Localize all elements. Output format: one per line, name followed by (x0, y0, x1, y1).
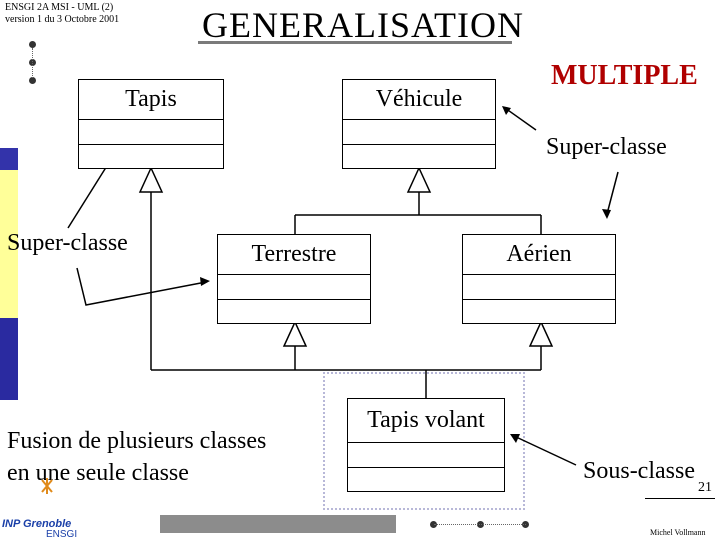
class-attributes (348, 443, 504, 468)
class-name: Aérien (463, 235, 615, 275)
inheritance-arrow-vehicule (406, 166, 432, 193)
bullet-dot (29, 41, 36, 48)
class-attributes (218, 275, 370, 300)
class-name: Tapis volant (348, 399, 504, 443)
bullet-dot (29, 77, 36, 84)
annotation-fusion-line1: Fusion de plusieurs classes (7, 428, 267, 454)
logo-mark-icon (41, 478, 53, 494)
logo-sub: ENSGI (46, 529, 78, 540)
class-name: Terrestre (218, 235, 370, 275)
logo-text: INP Grenoble (2, 518, 72, 530)
version-label: version 1 du 3 Octobre 2001 (5, 14, 120, 25)
class-name: Tapis (79, 80, 223, 120)
footer-connector (434, 524, 526, 526)
class-operations (79, 145, 223, 170)
footer-rule (645, 498, 715, 499)
pointer-superclasse-aerien (606, 171, 619, 215)
pointer-superclasse-terrestre (76, 267, 207, 306)
inheritance-arrow-aerien (528, 320, 554, 347)
title-frame: GENERALISATION (198, 4, 523, 45)
footer-dot (430, 521, 437, 528)
course-label: ENSGI 2A MSI - UML (2) (5, 2, 114, 13)
sidebar-blue-bottom (0, 318, 18, 400)
pointer-head (602, 209, 611, 219)
class-aerien[interactable]: Aérien (462, 234, 616, 324)
class-operations (348, 468, 504, 493)
page-title: GENERALISATION (202, 5, 524, 45)
bullet-connector (32, 48, 34, 78)
class-vehicule[interactable]: Véhicule (342, 79, 496, 169)
author-label: Michel Vollmann (650, 528, 706, 537)
annotation-sousclasse: Sous-classe (583, 458, 695, 484)
annotation-superclasse-right: Super-classe (546, 134, 667, 160)
inp-logo: INP Grenoble ENSGI (2, 478, 152, 540)
page-number: 21 (698, 480, 712, 495)
class-tapis-volant[interactable]: Tapis volant (347, 398, 505, 492)
pointer-superclasse-vehicule (504, 107, 537, 131)
inheritance-arrow-tapis (138, 166, 164, 193)
class-operations (463, 300, 615, 325)
sidebar-blue-top (0, 148, 18, 170)
class-terrestre[interactable]: Terrestre (217, 234, 371, 324)
class-attributes (463, 275, 615, 300)
class-operations (343, 145, 495, 170)
class-tapis[interactable]: Tapis (78, 79, 224, 169)
footer-bar (160, 515, 396, 533)
class-operations (218, 300, 370, 325)
pointer-sousclasse (513, 435, 577, 466)
annotation-superclasse-left: Super-classe (7, 230, 128, 256)
class-name: Véhicule (343, 80, 495, 120)
sidebar-yellow (0, 148, 18, 318)
pointer-head (502, 106, 511, 115)
pointer-head (200, 277, 210, 286)
class-attributes (79, 120, 223, 145)
inheritance-arrow-terrestre (282, 320, 308, 347)
class-attributes (343, 120, 495, 145)
page-subtitle: MULTIPLE (551, 60, 698, 91)
pointer-head (510, 434, 520, 443)
annotation-fusion-line2: en une seule classe (7, 460, 189, 486)
